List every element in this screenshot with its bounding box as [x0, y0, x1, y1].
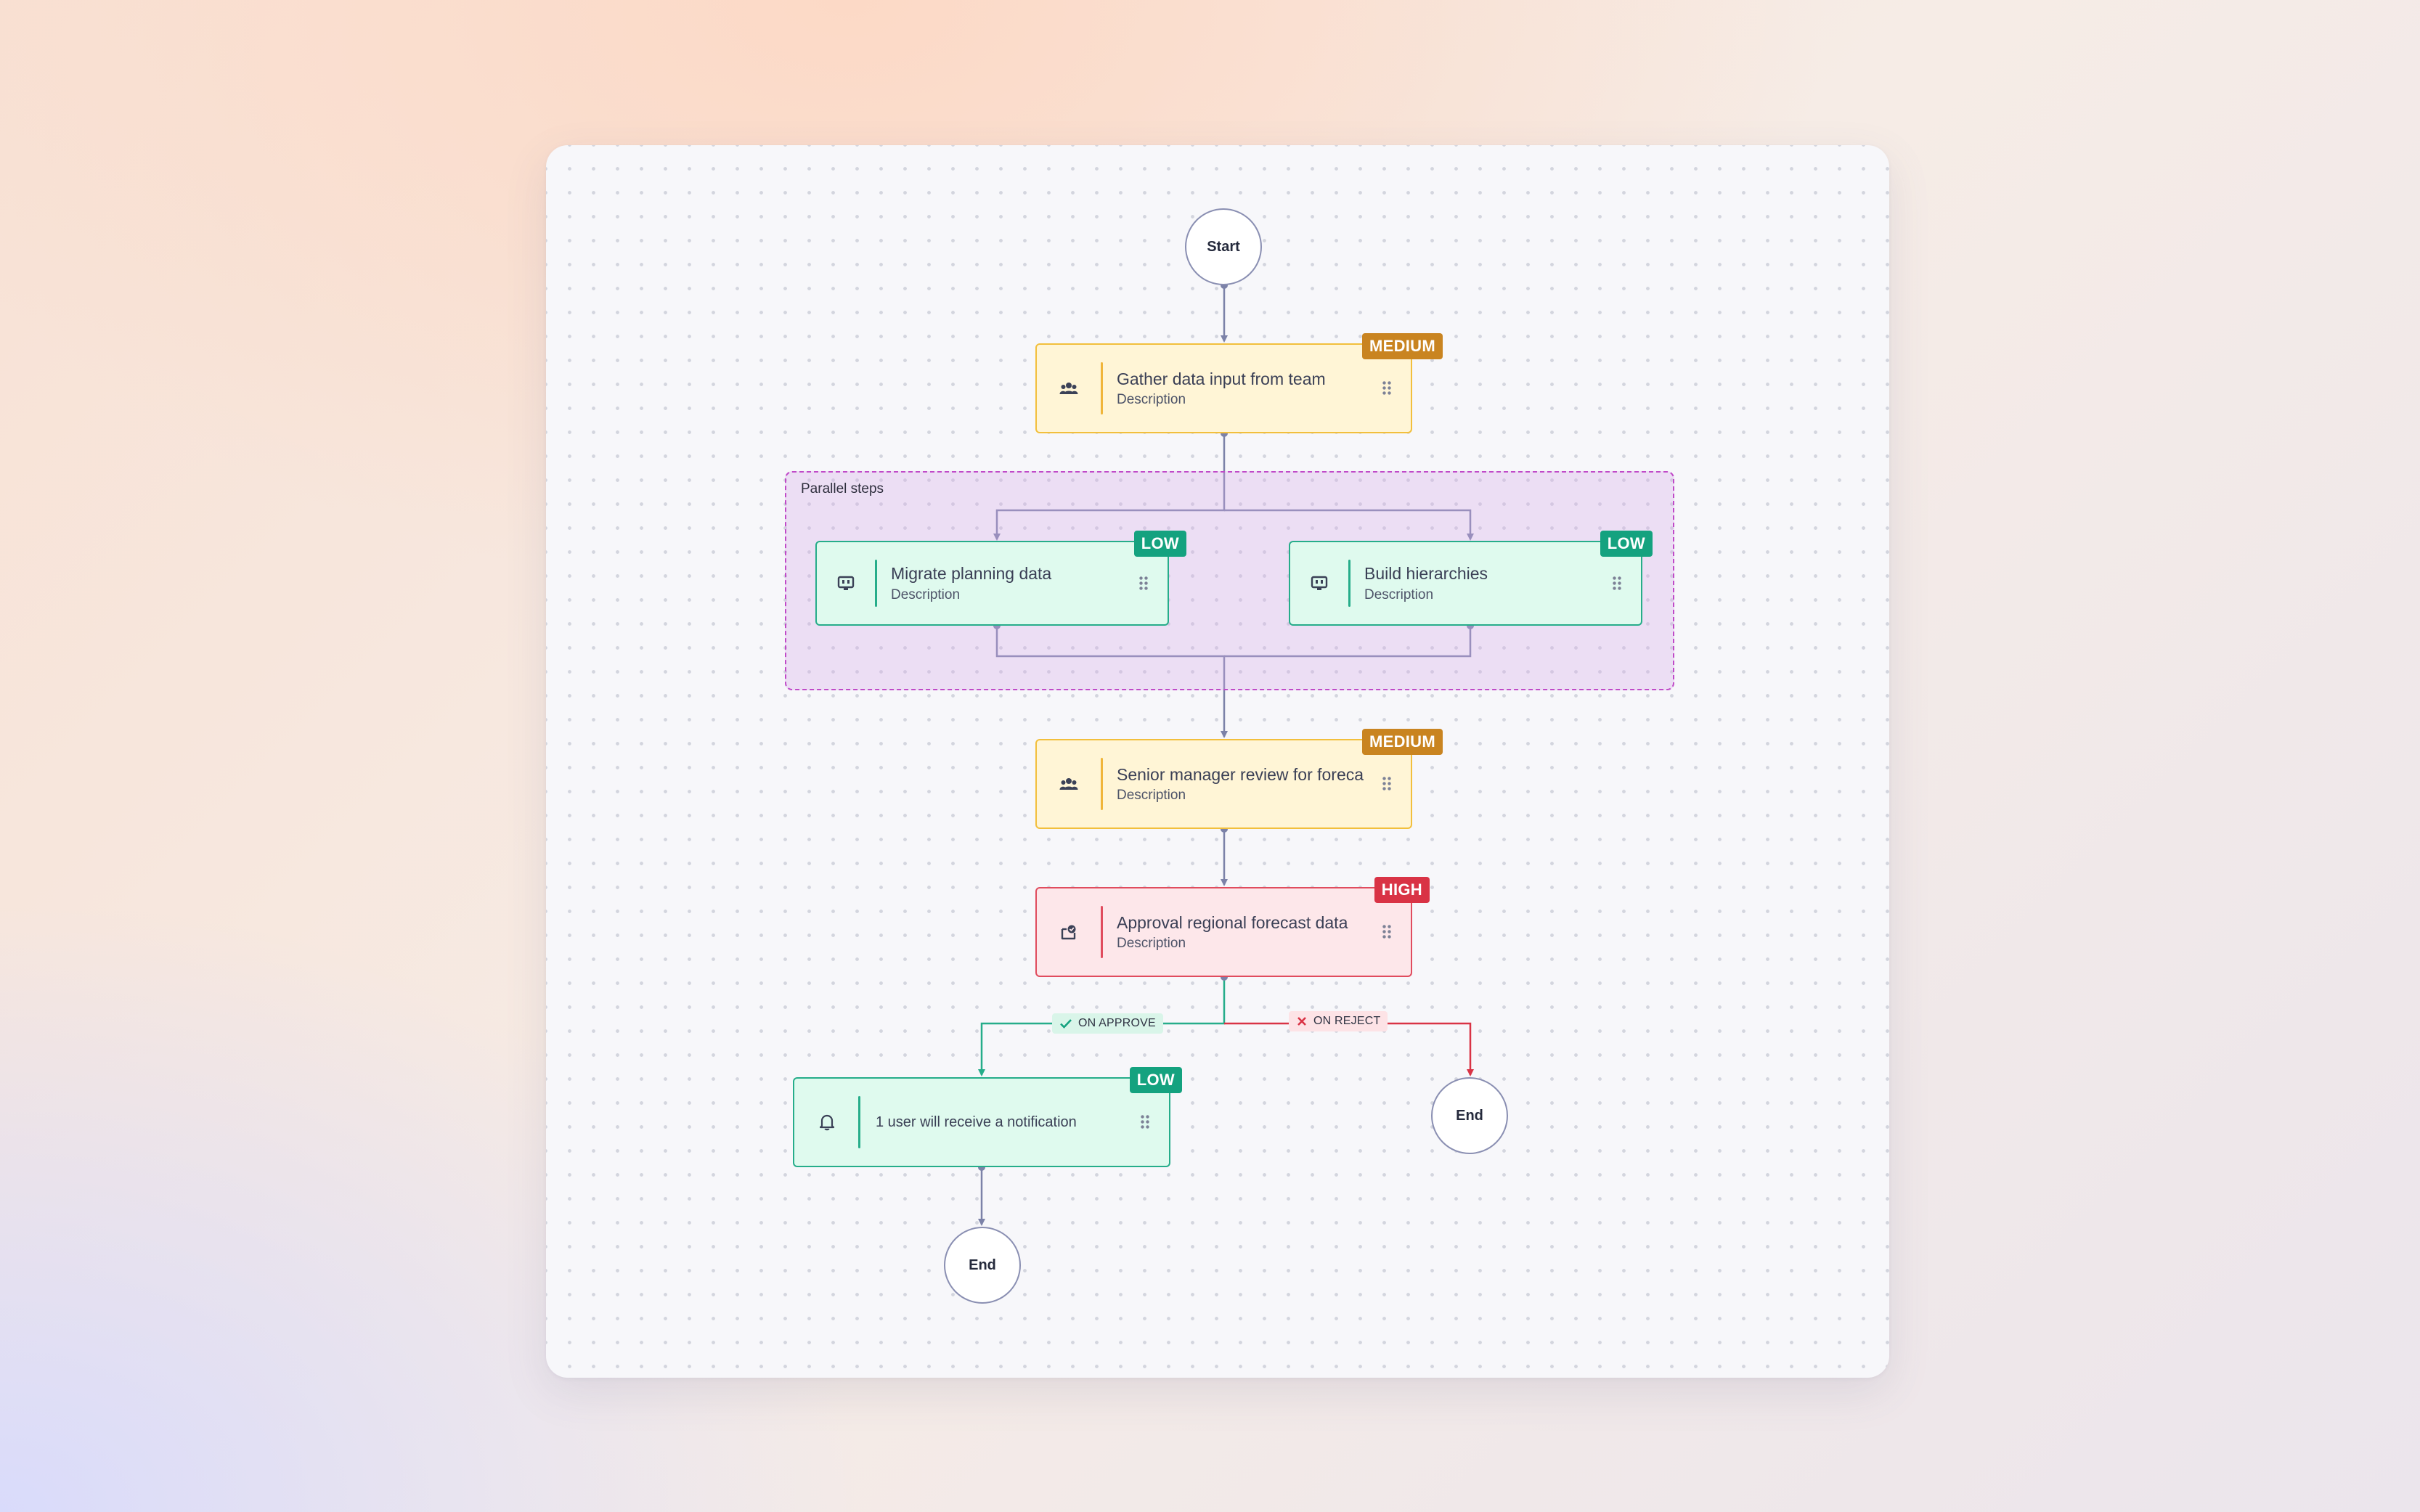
- monitor-icon: [1290, 542, 1348, 624]
- end-node-reject[interactable]: End: [1431, 1077, 1508, 1154]
- edge-gather-to-build: [1224, 509, 1474, 541]
- priority-badge: MEDIUM: [1361, 729, 1443, 755]
- edge-build-to-review: [1224, 626, 1472, 658]
- priority-badge: HIGH: [1374, 877, 1430, 903]
- drag-handle-icon[interactable]: [1138, 575, 1149, 592]
- step-notification[interactable]: 1 user will receive a notification LOW: [793, 1067, 1182, 1167]
- drag-handle-icon[interactable]: [1382, 776, 1392, 792]
- drag-handle-icon[interactable]: [1382, 924, 1392, 940]
- drag-handle-icon[interactable]: [1612, 575, 1622, 592]
- step-title: Gather data input from team: [1117, 369, 1326, 388]
- step-approval-regional-forecast[interactable]: Approval regional forecast data Descript…: [1035, 877, 1430, 977]
- monitor-icon: [817, 542, 875, 624]
- step-migrate-planning-data[interactable]: Migrate planning data Description LOW: [815, 531, 1186, 626]
- step-description: Description: [1117, 788, 1186, 804]
- step-description: Description: [1364, 587, 1434, 602]
- check-icon: [1060, 1019, 1072, 1029]
- close-icon: [1297, 1017, 1306, 1026]
- step-senior-manager-review[interactable]: Senior manager review for foreca Descrip…: [1035, 729, 1443, 829]
- priority-badge: LOW: [1133, 531, 1186, 557]
- step-title: Approval regional forecast data: [1117, 912, 1348, 932]
- step-build-hierarchies[interactable]: Build hierarchies Description LOW: [1289, 531, 1653, 626]
- step-title: Senior manager review for foreca: [1117, 764, 1364, 784]
- workflow-canvas: Parallel steps Start Gather data input f…: [546, 145, 1889, 1378]
- users-icon: [1037, 740, 1101, 827]
- start-node[interactable]: Start: [1185, 208, 1262, 285]
- priority-badge: MEDIUM: [1361, 333, 1443, 359]
- users-icon: [1037, 345, 1101, 432]
- priority-badge: LOW: [1129, 1067, 1182, 1093]
- step-title: Build hierarchies: [1364, 564, 1488, 584]
- priority-badge: LOW: [1600, 531, 1653, 557]
- step-gather-data[interactable]: Gather data input from team Description …: [1035, 333, 1443, 433]
- step-description: Description: [1117, 392, 1186, 408]
- bell-icon: [794, 1079, 860, 1166]
- on-reject-label: ON REJECT: [1289, 1011, 1388, 1031]
- drag-handle-icon[interactable]: [1140, 1114, 1150, 1130]
- approval-icon: [1037, 888, 1101, 976]
- group-label: Parallel steps: [801, 481, 884, 496]
- edge-migrate-to-review: [995, 626, 1228, 738]
- step-description: Description: [891, 587, 961, 602]
- end-node-approve[interactable]: End: [944, 1227, 1021, 1304]
- step-title: Migrate planning data: [891, 564, 1052, 584]
- step-description: Description: [1117, 936, 1186, 952]
- step-title: 1 user will receive a notification: [876, 1113, 1077, 1130]
- on-approve-label: ON APPROVE: [1052, 1013, 1163, 1034]
- drag-handle-icon[interactable]: [1382, 380, 1392, 396]
